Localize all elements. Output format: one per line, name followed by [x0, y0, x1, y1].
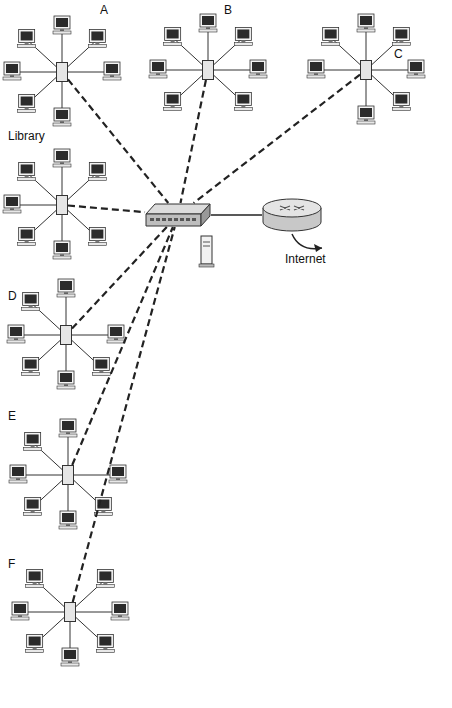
computer-icon: [18, 29, 36, 47]
switch-shape: [145, 203, 211, 227]
backbone-link: [68, 79, 168, 203]
group-label: D: [7, 289, 18, 303]
computer-icon: [24, 432, 42, 450]
workstation-group: [149, 14, 267, 111]
group-label: C: [393, 47, 404, 61]
computer-icon: [3, 195, 21, 213]
workstation-group: [307, 14, 425, 124]
computer-icon: [88, 228, 106, 246]
computer-icon: [149, 60, 167, 78]
computer-icon: [26, 569, 44, 587]
computer-icon: [164, 27, 182, 45]
computer-icon: [57, 371, 75, 389]
backbone-link: [73, 227, 175, 602]
computer-icon: [22, 358, 40, 376]
computer-icon: [53, 16, 71, 34]
computer-icon: [88, 162, 106, 180]
computer-icon: [92, 358, 110, 376]
computer-icon: [7, 325, 25, 343]
server-tower: [199, 236, 214, 267]
computer-icon: [53, 108, 71, 126]
workstation-group: [3, 16, 121, 126]
computer-icon: [3, 62, 21, 80]
computer-icon: [18, 228, 36, 246]
group-label: A: [99, 3, 109, 17]
workstation-group: [9, 419, 127, 529]
computer-icon: [24, 498, 42, 516]
hub: C: [360, 60, 372, 80]
backbone-link: [68, 206, 145, 213]
computer-icon: [407, 60, 425, 78]
internet-arrow: [292, 234, 322, 252]
hub: D: [60, 325, 72, 345]
computer-icon: [234, 93, 252, 111]
backbone-link: [194, 75, 360, 203]
computer-icon: [22, 292, 40, 310]
network-switch: [145, 203, 211, 227]
computer-icon: [18, 95, 36, 113]
computer-icon: [88, 29, 106, 47]
computer-icon: [322, 27, 340, 45]
group-label: Library: [7, 129, 46, 143]
computer-icon: [199, 14, 217, 32]
computer-icon: [234, 27, 252, 45]
computer-icon: [53, 149, 71, 167]
router: Internet: [262, 198, 322, 232]
computer-icon: [107, 325, 125, 343]
computer-icon: [18, 162, 36, 180]
hub: E: [62, 465, 74, 485]
computer-icon: [357, 106, 375, 124]
group-label: B: [223, 3, 233, 17]
hub: A: [56, 62, 68, 82]
workstation-group: [3, 149, 106, 259]
computer-icon: [59, 419, 77, 437]
uplink-line: [211, 214, 262, 216]
computer-icon: [164, 93, 182, 111]
computer-icon: [96, 569, 114, 587]
router-shape: [262, 198, 322, 232]
computer-icon: [11, 602, 29, 620]
backbone-link: [72, 227, 173, 465]
computer-icon: [61, 648, 79, 666]
workstation-group: [7, 279, 125, 389]
group-label: F: [7, 557, 16, 571]
computer-icon: [103, 62, 121, 80]
hub: Library: [56, 195, 68, 215]
network-label: Internet: [284, 252, 327, 266]
computer-icon: [249, 60, 267, 78]
group-label: E: [7, 409, 17, 423]
computer-icon: [357, 14, 375, 32]
computer-icon: [57, 279, 75, 297]
computer-icon: [96, 635, 114, 653]
computer-icon: [392, 93, 410, 111]
computer-icon: [59, 511, 77, 529]
computer-icon: [111, 602, 129, 620]
hub: B: [202, 60, 214, 80]
computer-icon: [53, 241, 71, 259]
computer-icon: [26, 635, 44, 653]
computer-icon: [307, 60, 325, 78]
computer-icon: [109, 465, 127, 483]
hub: F: [64, 602, 76, 622]
workstation-group: [11, 569, 129, 666]
computer-icon: [392, 27, 410, 45]
backbone-link: [180, 80, 205, 203]
computer-icon: [9, 465, 27, 483]
